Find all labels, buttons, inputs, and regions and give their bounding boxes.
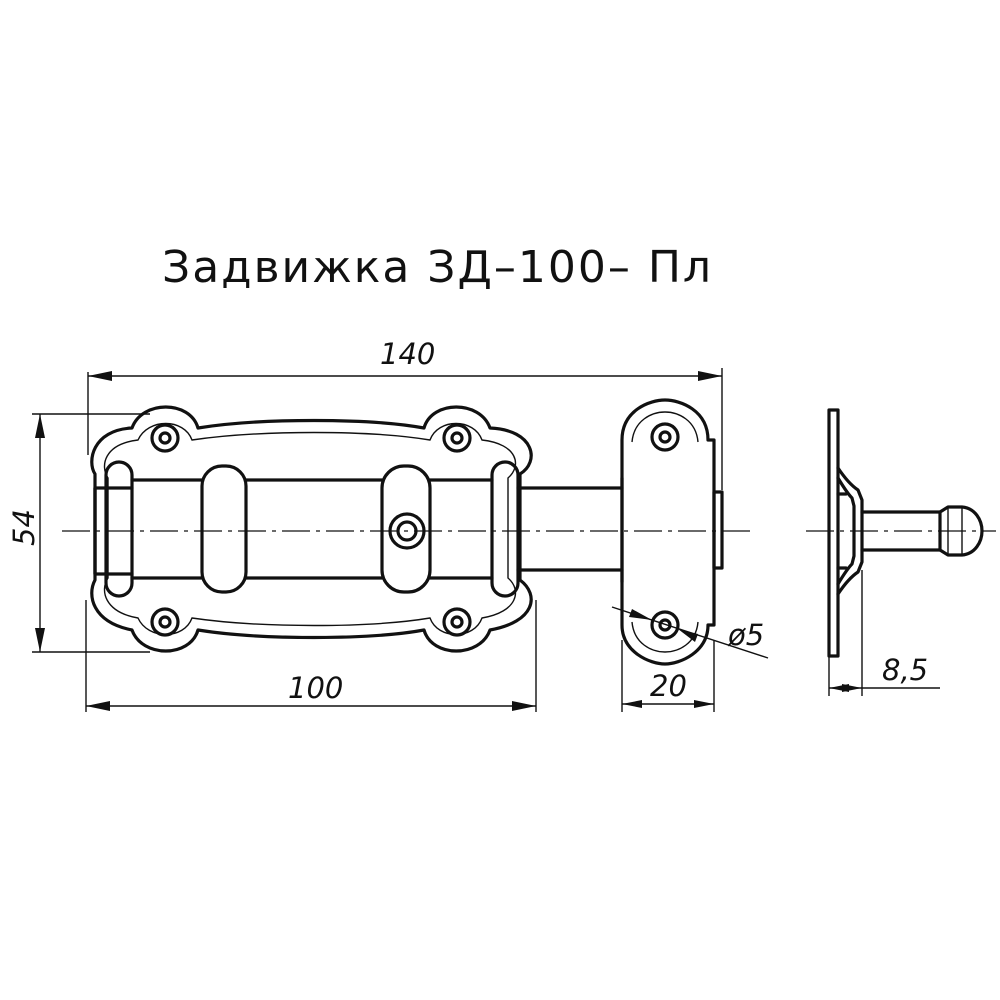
left-guide-loop xyxy=(200,464,248,594)
bolt-bar xyxy=(93,478,624,580)
keeper-hole-bottom xyxy=(650,610,680,640)
left-slot xyxy=(104,460,134,598)
screw-hole-top-left-core xyxy=(158,431,172,445)
side-view xyxy=(806,408,996,658)
screw-hole-top-right-core xyxy=(450,431,464,445)
right-slot xyxy=(490,460,520,598)
keeper-bracket xyxy=(620,398,716,666)
dimension-hole-diameter: ø5 xyxy=(611,606,769,659)
dimension-54: 54 xyxy=(7,413,150,653)
side-bolt-shaft xyxy=(860,510,942,552)
keeper-tab xyxy=(712,490,724,570)
screw-hole-bottom-right-core xyxy=(450,615,464,629)
dimension-100: 100 xyxy=(85,600,537,712)
plate-screw-holes xyxy=(150,423,472,637)
screw-hole-top-right xyxy=(442,423,472,453)
base-plate xyxy=(90,405,533,653)
base-plate-inner-edge xyxy=(103,422,517,636)
screw-hole-bottom-right xyxy=(442,607,472,637)
dimension-8-5: 8,5 xyxy=(828,570,940,696)
dim-plate-length: 100 xyxy=(288,671,343,705)
screw-hole-bottom-left xyxy=(150,607,180,637)
drawing-title: Задвижка ЗД–100– Пл xyxy=(162,242,713,293)
keeper-hole-bottom-core xyxy=(658,618,672,632)
dim-bracket-width: 20 xyxy=(650,669,687,703)
dimension-20: 20 xyxy=(621,640,715,712)
side-plate xyxy=(827,408,840,658)
dimension-140: 140 xyxy=(87,337,723,490)
front-view xyxy=(62,398,750,666)
right-guide-loop xyxy=(380,464,432,594)
dim-hole-diameter: ø5 xyxy=(727,618,764,652)
screw-hole-top-left xyxy=(150,423,180,453)
dim-overall-length: 140 xyxy=(380,337,435,371)
dim-height: 54 xyxy=(7,509,41,546)
keeper-hole-top xyxy=(650,422,680,452)
screw-hole-bottom-left-core xyxy=(158,615,172,629)
dim-side-depth: 8,5 xyxy=(882,653,928,687)
keeper-hole-top-core xyxy=(658,430,672,444)
